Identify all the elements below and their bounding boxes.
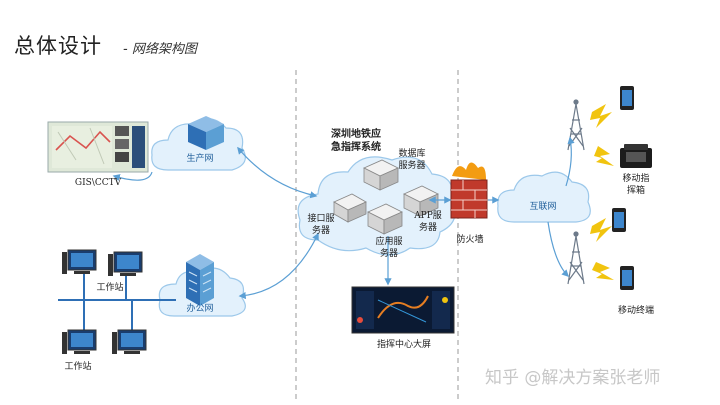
phone-icon bbox=[620, 86, 634, 110]
firewall-icon bbox=[450, 162, 488, 219]
big-screen-label: 指挥中心大屏 bbox=[376, 340, 432, 350]
workstation-3 bbox=[62, 329, 97, 354]
mobile-box-label-1: 移动指 bbox=[622, 174, 650, 184]
office-net-cloud bbox=[158, 254, 246, 317]
tower-icon bbox=[567, 231, 585, 285]
workstation-2 bbox=[108, 251, 143, 276]
system-name-line1: 深圳地铁应 bbox=[331, 129, 381, 140]
phone-icon bbox=[612, 208, 626, 232]
tower-icon bbox=[567, 99, 585, 151]
server-icon bbox=[367, 203, 403, 235]
building-icon bbox=[188, 116, 224, 150]
workstation-1 bbox=[62, 249, 97, 274]
interface-server-label-1: 接口服 bbox=[307, 214, 335, 224]
app-server-label-1: APP服 bbox=[414, 211, 442, 221]
workstation-4 bbox=[112, 329, 147, 354]
gis-cctv-panel bbox=[47, 121, 149, 173]
internet-label: 互联网 bbox=[529, 202, 557, 212]
workstation-label-top: 工作站 bbox=[96, 283, 124, 293]
apply-server-label-1: 应用服 bbox=[375, 237, 403, 247]
lan-bus bbox=[58, 274, 176, 330]
server-icon bbox=[403, 185, 439, 217]
internet-cloud bbox=[497, 171, 591, 223]
building-icon bbox=[186, 254, 214, 306]
command-center-screen bbox=[351, 286, 455, 334]
workstation-label-bottom: 工作站 bbox=[64, 362, 92, 372]
server-icon bbox=[363, 159, 399, 191]
gis-cctv-label: GIS\CCTV bbox=[74, 178, 122, 188]
db-server-label-2: 服务器 bbox=[398, 161, 426, 171]
firewall-label: 防火墙 bbox=[456, 235, 484, 245]
app-server-label-2: 务器 bbox=[418, 223, 438, 233]
office-net-label: 办公网 bbox=[186, 304, 214, 314]
case-icon bbox=[620, 144, 652, 168]
page-subtitle: - 网络架构图 bbox=[123, 42, 197, 57]
watermark: 知乎 @解决方案张老师 bbox=[485, 368, 661, 388]
phone-icon bbox=[620, 266, 634, 290]
mobile-terminal-label: 移动终端 bbox=[617, 306, 655, 316]
interface-server-label-2: 务器 bbox=[311, 226, 331, 236]
db-server-label-1: 数据库 bbox=[398, 149, 426, 159]
page-title: 总体设计 bbox=[14, 34, 102, 58]
apply-server-label-2: 务器 bbox=[379, 249, 399, 259]
system-name-line2: 急指挥系统 bbox=[331, 142, 381, 153]
server-icon bbox=[333, 193, 367, 223]
mobile-box-label-2: 挥箱 bbox=[626, 186, 646, 196]
lightning-icon bbox=[590, 104, 614, 280]
production-net-label: 生产网 bbox=[186, 154, 214, 164]
connector-lines bbox=[112, 136, 575, 300]
